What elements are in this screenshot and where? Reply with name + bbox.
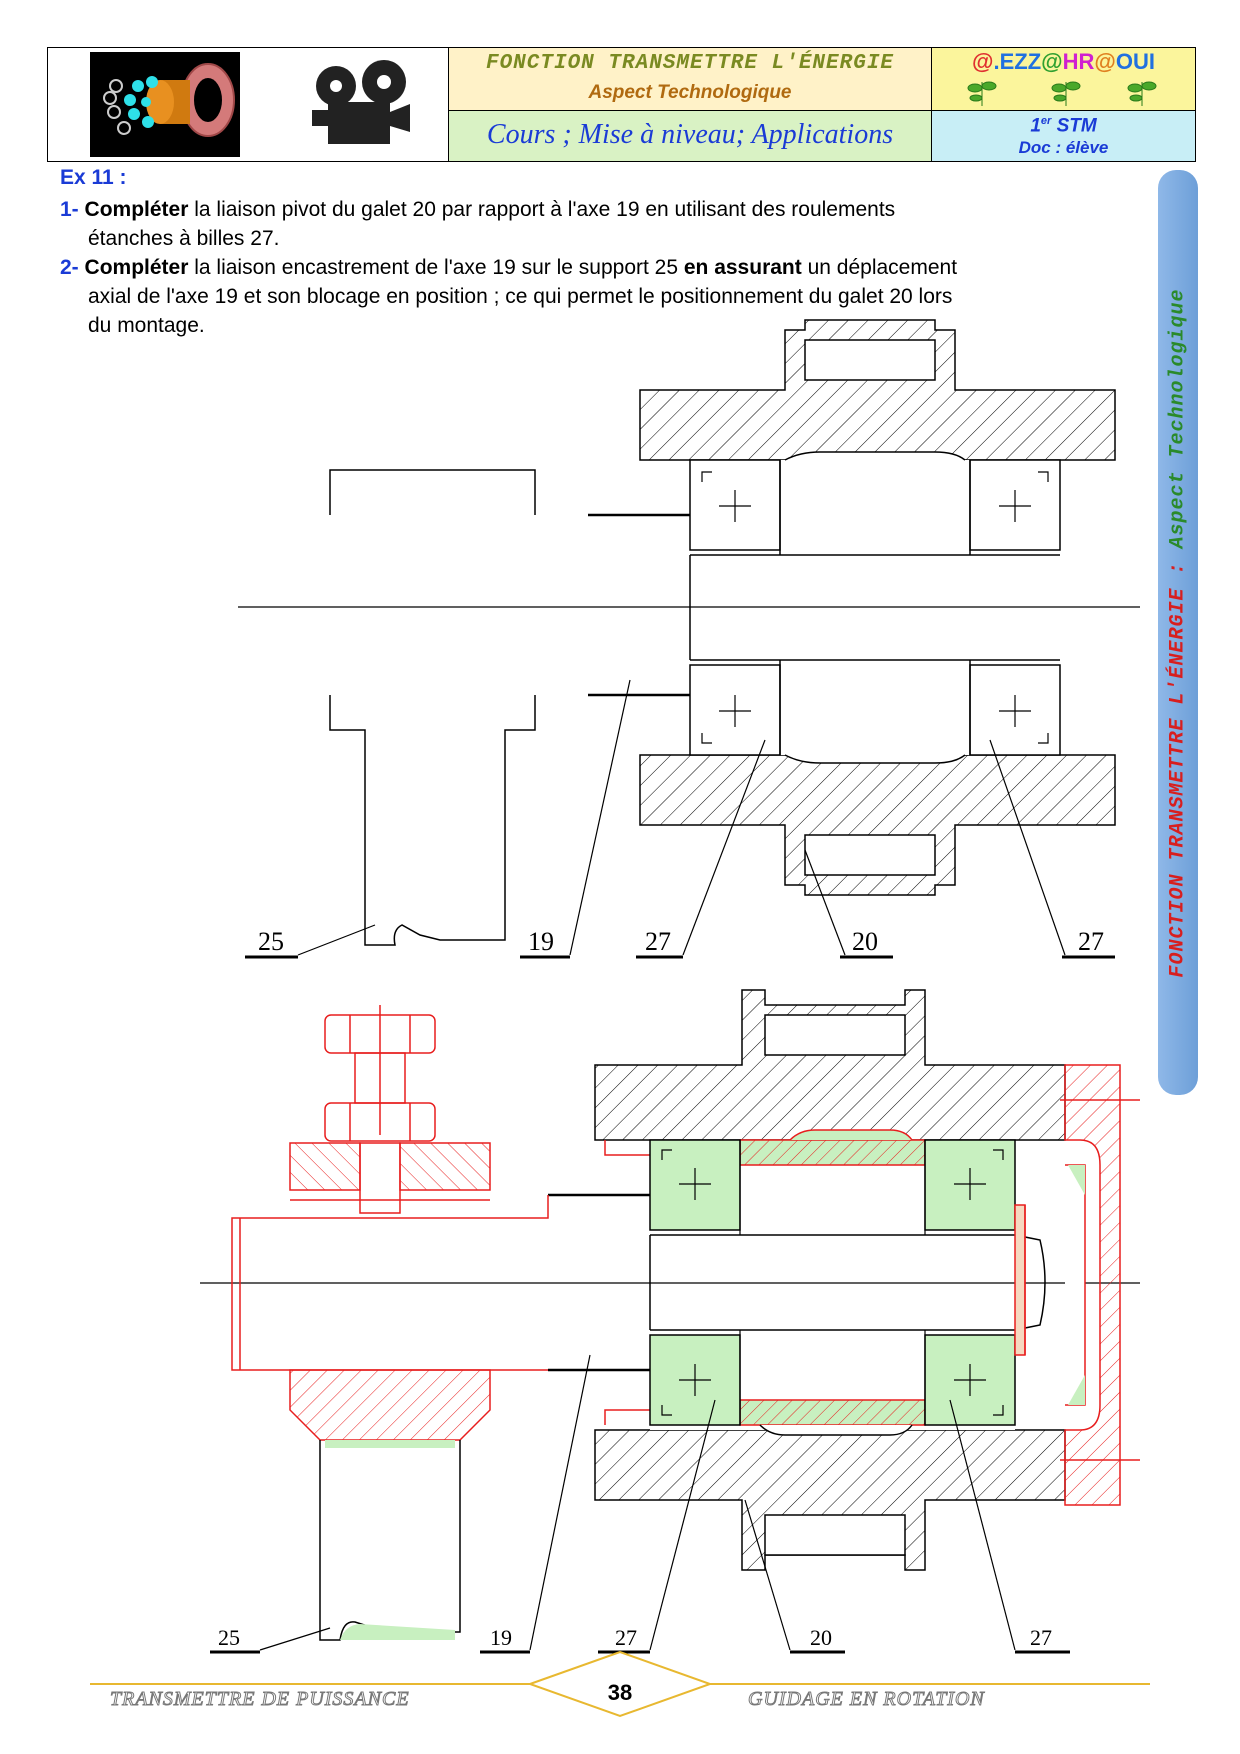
label-27d: 27 [1030, 1625, 1052, 1650]
level-label: 1er STM [1030, 115, 1097, 137]
drawing-2-labels: 25 19 27 20 27 [218, 1625, 1052, 1650]
label-25: 25 [258, 927, 284, 956]
drawing-1 [238, 319, 1140, 959]
footer-right: GUIDAGE EN ROTATION [748, 1688, 985, 1711]
header-level-cell: 1er STM Doc : élève [932, 111, 1195, 161]
header-subtitle: Aspect Technologique [588, 82, 792, 103]
exercise-title: Ex 11 : [60, 166, 127, 189]
header-title-cell: FONCTION TRANSMETTRE L'ÉNERGIE Aspect Te… [449, 48, 932, 111]
question-2: 2- Compléter la liaison encastrement de … [60, 256, 958, 337]
projector-icon [306, 58, 416, 153]
drawing-2-support [289, 1005, 491, 1441]
header-brand-cell: @.EZZ@HR@OUI [932, 48, 1195, 111]
drawing-1-labels: 25 19 27 20 27 [258, 927, 1104, 956]
drawing-2-shaft-red [231, 1064, 1140, 1506]
header-logo-cell [48, 48, 449, 161]
header-course: Cours ; Mise à niveau; Applications [486, 119, 894, 150]
drawing-2-corrections [604, 1129, 926, 1436]
footer: TRANSMETTRE DE PUISSANCE 38 GUIDAGE EN R… [0, 1660, 1240, 1720]
brand-text: @.EZZ@HR@OUI [972, 49, 1155, 74]
label-27a: 27 [645, 927, 671, 956]
label-20b: 20 [810, 1625, 832, 1650]
flowers-decoration [967, 81, 1157, 106]
footer-decoration [90, 1650, 1150, 1718]
header-course-cell: Cours ; Mise à niveau; Applications [449, 111, 932, 161]
label-20: 20 [852, 927, 878, 956]
label-27b: 27 [1078, 927, 1104, 956]
header-table: FONCTION TRANSMETTRE L'ÉNERGIE Aspect Te… [47, 47, 1196, 162]
label-27c: 27 [615, 1625, 637, 1650]
doc-label: Doc : élève [1018, 138, 1109, 157]
bearing-illustration [90, 52, 240, 157]
page-number: 38 [607, 1680, 633, 1705]
label-19b: 19 [490, 1625, 512, 1650]
footer-left: TRANSMETTRE DE PUISSANCE [110, 1688, 410, 1711]
label-19: 19 [528, 927, 554, 956]
drawing-2-support-lower [319, 1440, 461, 1641]
header-title: FONCTION TRANSMETTRE L'ÉNERGIE [485, 52, 895, 75]
label-25b: 25 [218, 1625, 240, 1650]
question-1: 1- Compléter la liaison pivot du galet 2… [60, 198, 896, 250]
drawing-2 [594, 989, 1066, 1571]
sidebar-banner: FONCTION TRANSMETTRE L'ÉNERGIE : Aspect … [1158, 170, 1198, 1095]
